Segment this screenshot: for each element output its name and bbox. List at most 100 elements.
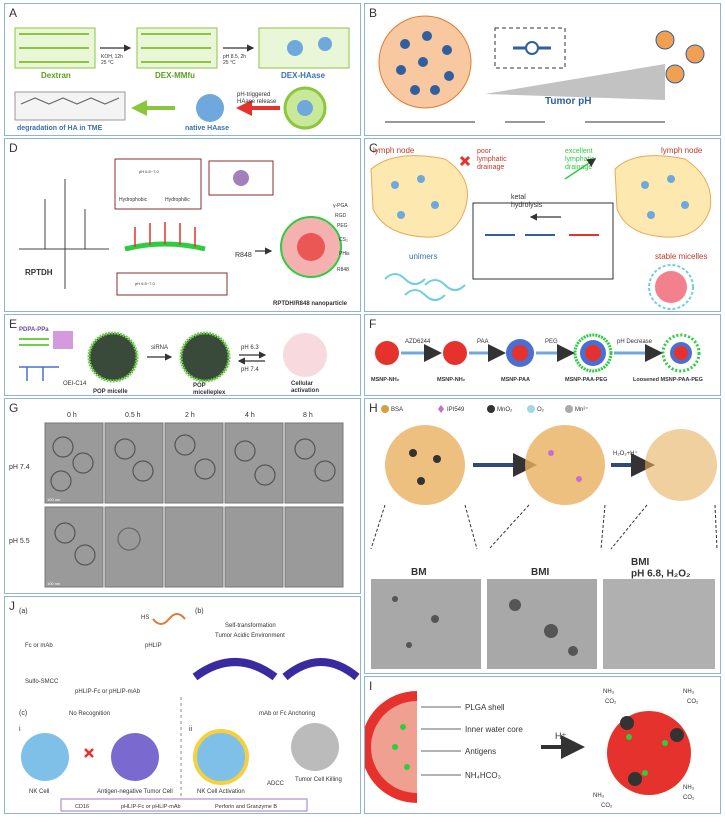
time-label-3: 4 h xyxy=(245,412,255,419)
panel-d-diagram: RPTDH Hydrophobic Hydrophilic pH 6.5~7.0… xyxy=(19,158,350,307)
panel-f: F AZD6244 PAA PEG pH Decrease MSNP-NH₂ M… xyxy=(364,314,721,396)
panel-tag-h: H xyxy=(369,401,378,415)
label-pdpa: PDPA-PPa xyxy=(19,327,49,333)
dextran-chain xyxy=(14,27,96,69)
gas-nh3-1: NH₃ xyxy=(603,689,615,695)
disassembled-micelle-icon xyxy=(283,333,327,377)
stable-micelle-icon xyxy=(655,271,687,303)
label-stable: stable micelles xyxy=(655,252,707,261)
msnp-paa-peg-icon xyxy=(573,333,613,373)
step-label-1: MSNP-NH₂ xyxy=(371,377,400,383)
legend-peg: PEG xyxy=(337,223,348,229)
legend-nh4hco3: NH₄HCO₃ xyxy=(465,771,501,780)
step-label-4: MSNP-PAA-PEG xyxy=(565,377,607,383)
row-label-0: pH 7.4 xyxy=(9,464,30,471)
gas-co2-4: CO₂ xyxy=(683,795,695,801)
arrow-label-ph: pH Decrease xyxy=(617,339,653,345)
label-h2o2: H₂O₂+H⁺ xyxy=(613,450,638,457)
label-hydrophobic: Hydrophobic xyxy=(119,197,148,203)
antigen-negative-cell-icon xyxy=(111,733,159,781)
label-dex-hase: DEX-HAase xyxy=(281,71,326,80)
label-dex-mmfu: DEX-MMfu xyxy=(155,71,195,80)
legend-mn2: Mn²⁺ xyxy=(575,406,589,413)
legend-phis: PHis xyxy=(339,251,350,257)
label-smcc: Sulfo-SMCC xyxy=(25,679,59,685)
activated-nk-icon xyxy=(193,729,249,785)
legend-cd16: CD16 xyxy=(75,804,89,810)
label-unimers: unimers xyxy=(409,252,437,261)
panel-tag-e: E xyxy=(9,317,18,331)
label-hs: HS xyxy=(141,615,149,621)
gas-co2-1: CO₂ xyxy=(605,699,617,705)
panel-g-tem-grid: 0 h 0.5 h 2 h 4 h 8 h pH 7.4 pH 5.5 1 xyxy=(9,412,344,588)
label-anchor: mAb or Fc Anchoring xyxy=(259,711,315,717)
label-native: native HAase xyxy=(185,125,229,132)
label-bmi: BMI xyxy=(531,567,550,578)
panel-i: I PLGA shell Inner water core Antigens N… xyxy=(364,676,721,814)
msnp-nh2-icon-2 xyxy=(443,341,467,365)
label-acidic: Tumor Acidic Environment xyxy=(215,633,285,639)
label-j-i: i xyxy=(19,726,21,733)
loosened-msnp-icon xyxy=(661,333,701,373)
bmi-particle-icon xyxy=(525,425,605,505)
nk-cell-icon xyxy=(21,733,69,781)
panel-tag-f: F xyxy=(369,317,377,331)
label-lymph-right: lymph node xyxy=(661,146,703,155)
time-label-4: 8 h xyxy=(303,412,313,419)
legend-rgd: RGD xyxy=(335,213,347,219)
label-bm: BM xyxy=(411,567,427,578)
panel-tag-i: I xyxy=(369,679,373,693)
label-j-a: (a) xyxy=(19,608,28,615)
panel-d: D RPTDH Hydrophobic Hydrophilic pH 6.5~7… xyxy=(4,138,361,312)
label-r848: R848 xyxy=(235,252,252,259)
label-self: Self-transformation xyxy=(225,623,276,629)
tem-image-bmi-ph xyxy=(603,579,715,669)
ketal-chemistry-box xyxy=(472,202,614,280)
label-oei: OEI-C14 xyxy=(63,381,87,387)
step-label-5: Loosened MSNP-PAA-PEG xyxy=(633,377,703,383)
label-conj: pHLIP-Fc or pHLIP-mAb xyxy=(75,689,141,695)
panel-b-diagram: Tumor pH xyxy=(378,15,705,123)
label-ph-range: pH 6.5~7.0 xyxy=(139,169,159,174)
label-j-b: (b) xyxy=(195,608,204,615)
gas-co2-3: CO₂ xyxy=(601,803,613,809)
panel-tag-c: C xyxy=(369,141,378,155)
time-label-1: 0.5 h xyxy=(125,412,141,419)
panel-j: J (a) (b) (c) Fc or mAb Sulfo-SMCC HS pH… xyxy=(4,596,361,814)
arrow-label-paa: PAA xyxy=(477,339,489,345)
native-hase-icon xyxy=(196,94,224,122)
panel-tag-b: B xyxy=(369,6,378,20)
legend-r848: R848 xyxy=(337,267,349,273)
step-label-2: MSNP-NH₂ xyxy=(437,377,466,383)
legend-phlip-fc: pHLIP-Fc or pHLIP-mAb xyxy=(121,804,181,810)
label-ph-range-2: pH 6.5~7.0 xyxy=(135,281,155,286)
legend-antigens: Antigens xyxy=(465,747,496,756)
label-degradation: degradation of HA in TME xyxy=(17,125,103,132)
gas-nh3-3: NH₃ xyxy=(593,793,605,799)
panel-j-diagram: (a) (b) (c) Fc or mAb Sulfo-SMCC HS pHLI… xyxy=(19,608,360,812)
label-nk: NK Cell xyxy=(29,789,49,795)
panel-b: B Tumor pH xyxy=(364,3,721,136)
burst-particle-icon xyxy=(607,711,691,795)
panel-tag-j: J xyxy=(9,599,15,613)
scale-bar-label-bottom: 100 nm xyxy=(47,581,61,586)
lymph-node-left xyxy=(370,155,468,238)
legend-plga: PLGA shell xyxy=(465,703,505,712)
membrane-left xyxy=(192,658,278,681)
imidazole-box xyxy=(114,158,202,210)
label-kill: Tumor Cell Killing xyxy=(295,777,342,783)
label-dextran: Dextran xyxy=(41,71,71,80)
legend-water: Inner water core xyxy=(465,725,523,734)
pop-micelleplex-icon xyxy=(179,331,231,383)
gas-co2-2: CO₂ xyxy=(687,699,699,705)
label-phlip: pHLIP xyxy=(145,643,162,649)
